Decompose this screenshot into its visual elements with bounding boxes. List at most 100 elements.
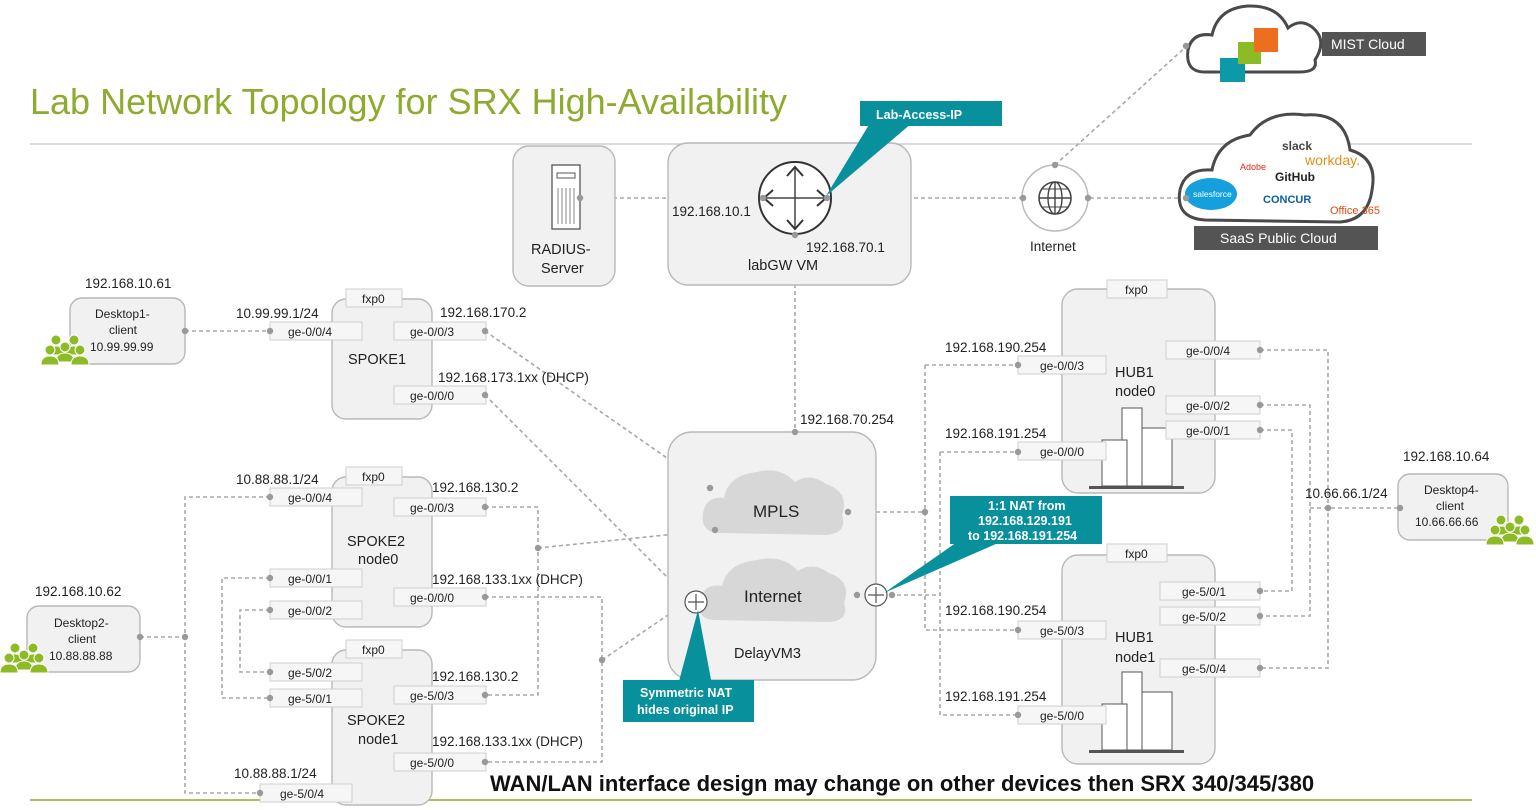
spoke1-port-ge000: ge-0/0/0: [410, 389, 454, 403]
desktop2-name-2: client: [68, 632, 97, 646]
spoke1-port-ge003: ge-0/0/3: [410, 325, 454, 339]
hub1-node0: fxp0 HUB1 node0 192.168.190.254 192.168.…: [945, 279, 1261, 494]
desktop2-client: 192.168.10.62 Desktop2- client 10.88.88.…: [0, 584, 141, 673]
nat-router-icon-left: [684, 590, 708, 614]
hub0-port-ge001: ge-0/0/1: [1186, 424, 1230, 438]
internet-globe: Internet: [1021, 164, 1089, 254]
spoke2n1-port-ge504: ge-5/0/4: [280, 787, 324, 801]
saas-cloud: slack Adobe workday. GitHub salesforce C…: [1177, 112, 1380, 250]
desktop2-addr: 10.88.88.88: [49, 649, 113, 663]
nat-1to1-callout: 1:1 NAT from 192.168.129.191 to 192.168.…: [884, 496, 1102, 593]
spoke1-lan-ip: 10.99.99.1/24: [236, 306, 319, 321]
connections: [140, 44, 1400, 794]
desktop1-name-2: client: [109, 323, 138, 337]
spoke1-fxp0: fxp0: [362, 292, 385, 306]
radius-label-1: RADIUS-: [531, 242, 591, 258]
spoke2n1-wan1-ip: 192.168.130.2: [432, 669, 518, 684]
hub1-p0-ip: 192.168.191.254: [945, 689, 1047, 704]
hub0-p0-ip: 192.168.191.254: [945, 426, 1047, 441]
desktop4-ip: 192.168.10.64: [1403, 449, 1490, 464]
saas-app-github: GitHub: [1275, 170, 1315, 184]
hub1-p3-ip: 192.168.190.254: [945, 603, 1047, 618]
spoke2n0-port-ge001: ge-0/0/1: [288, 572, 332, 586]
internet-cloud-label: Internet: [744, 587, 802, 606]
hub1-port-ge503: ge-5/0/3: [1040, 624, 1084, 638]
spoke2n0-fxp0: fxp0: [362, 470, 385, 484]
spoke1-wan1-ip: 192.168.170.2: [440, 305, 526, 320]
spoke2n1-fxp0: fxp0: [362, 643, 385, 657]
spoke2n1-label-2: node1: [358, 732, 398, 748]
hub0-label-2: node0: [1115, 384, 1155, 400]
spoke2n1-port-ge503: ge-5/0/3: [410, 689, 454, 703]
desktop1-addr: 10.99.99.99: [90, 340, 154, 354]
hub0-port-ge003: ge-0/0/3: [1040, 359, 1084, 373]
building-icon: [1089, 671, 1184, 753]
desktop4-name-2: client: [1436, 499, 1465, 513]
mist-cloud: MIST Cloud: [1186, 4, 1426, 82]
spoke2n0-port-ge004: ge-0/0/4: [288, 491, 332, 505]
spoke2-node0: fxp0 SPOKE2 node0 10.88.88.1/24 192.168.…: [236, 466, 583, 628]
saas-app-concur: CONCUR: [1263, 194, 1311, 206]
spoke2-node1: fxp0 SPOKE2 node1 192.168.130.2 192.168.…: [234, 639, 583, 806]
saas-app-workday: workday.: [1304, 152, 1360, 168]
spoke1-label: SPOKE1: [348, 352, 406, 368]
router-icon: [758, 161, 832, 235]
labgw-label: labGW VM: [748, 258, 818, 274]
spoke2n1-wan2-ip: 192.168.133.1xx (DHCP): [432, 734, 583, 749]
hub0-port-ge000: ge-0/0/0: [1040, 445, 1084, 459]
spoke2n1-label-1: SPOKE2: [347, 713, 405, 729]
saas-cloud-label: SaaS Public Cloud: [1220, 230, 1337, 246]
hub1-port-ge501: ge-5/0/1: [1182, 585, 1226, 599]
lab-access-label: Lab-Access-IP: [876, 108, 962, 122]
spoke2n0-lan-ip: 10.88.88.1/24: [236, 472, 319, 487]
hub0-port-ge002: ge-0/0/2: [1186, 399, 1230, 413]
hub1-fxp0: fxp0: [1125, 547, 1148, 561]
hub1-port-ge500: ge-5/0/0: [1040, 709, 1084, 723]
spoke2n1-port-ge500: ge-5/0/0: [410, 756, 454, 770]
spoke1-wan2-ip: 192.168.173.1xx (DHCP): [438, 370, 589, 385]
internet-globe-label: Internet: [1030, 239, 1076, 254]
spoke2n0-port-ge002: ge-0/0/2: [288, 604, 332, 618]
mpls-cloud: MPLS: [702, 470, 844, 535]
labgw-vm: 192.168.10.1 192.168.70.1 labGW VM: [667, 142, 912, 286]
saas-app-adobe: Adobe: [1240, 162, 1266, 172]
spoke2n0-port-ge000: ge-0/0/0: [410, 591, 454, 605]
connection-dots: [136, 42, 1404, 797]
server-icon: [551, 164, 581, 230]
radius-label-2: Server: [541, 261, 584, 277]
hub0-port-ge004: ge-0/0/4: [1186, 344, 1230, 358]
hub1-port-ge502: ge-5/0/2: [1182, 610, 1226, 624]
nat-router-icon-right: [864, 583, 888, 607]
desktop2-name-1: Desktop2-: [54, 616, 109, 630]
hub1-label-1: HUB1: [1115, 630, 1154, 646]
delayvm-label: DelayVM3: [734, 646, 801, 662]
page-title: Lab Network Topology for SRX High-Availa…: [30, 81, 787, 122]
mpls-label: MPLS: [753, 502, 799, 521]
spoke2n0-label-2: node0: [358, 552, 398, 568]
spoke2n1-port-ge502: ge-5/0/2: [288, 666, 332, 680]
spoke1: fxp0 SPOKE1 10.99.99.1/24 192.168.170.2 …: [236, 288, 589, 420]
hub0-fxp0: fxp0: [1125, 283, 1148, 297]
hub0-p3-ip: 192.168.190.254: [945, 340, 1047, 355]
footer-note: WAN/LAN interface design may change on o…: [490, 771, 1314, 796]
hub-lan-ip: 10.66.66.1/24: [1305, 486, 1388, 501]
nat-line3: to 192.168.191.254: [968, 529, 1077, 543]
delay-ip-top: 192.168.70.254: [800, 412, 894, 427]
hub1-port-ge504: ge-5/0/4: [1182, 662, 1226, 676]
radius-server: RADIUS- Server: [512, 145, 616, 287]
sym-nat-line2: hides original IP: [637, 703, 734, 717]
desktop4-client: 192.168.10.64 Desktop4- client 10.66.66.…: [1397, 449, 1534, 545]
hub0-label-1: HUB1: [1115, 365, 1154, 381]
desktop4-name-1: Desktop4-: [1424, 483, 1479, 497]
hub1-node1: fxp0 HUB1 node1 192.168.190.254 192.168.…: [945, 543, 1261, 765]
lab-access-callout: Lab-Access-IP: [826, 101, 1002, 196]
nat-line1: 1:1 NAT from: [988, 499, 1066, 513]
salesforce-logo: [1185, 178, 1237, 210]
spoke2n0-wan1-ip: 192.168.130.2: [432, 480, 518, 495]
saas-app-slack: slack: [1282, 139, 1312, 153]
mist-cloud-label: MIST Cloud: [1331, 36, 1405, 52]
hub1-label-2: node1: [1115, 650, 1155, 666]
desktop1-ip: 192.168.10.61: [85, 276, 171, 291]
desktop4-addr: 10.66.66.66: [1415, 515, 1479, 529]
desktop1-name-1: Desktop1-: [95, 307, 150, 321]
